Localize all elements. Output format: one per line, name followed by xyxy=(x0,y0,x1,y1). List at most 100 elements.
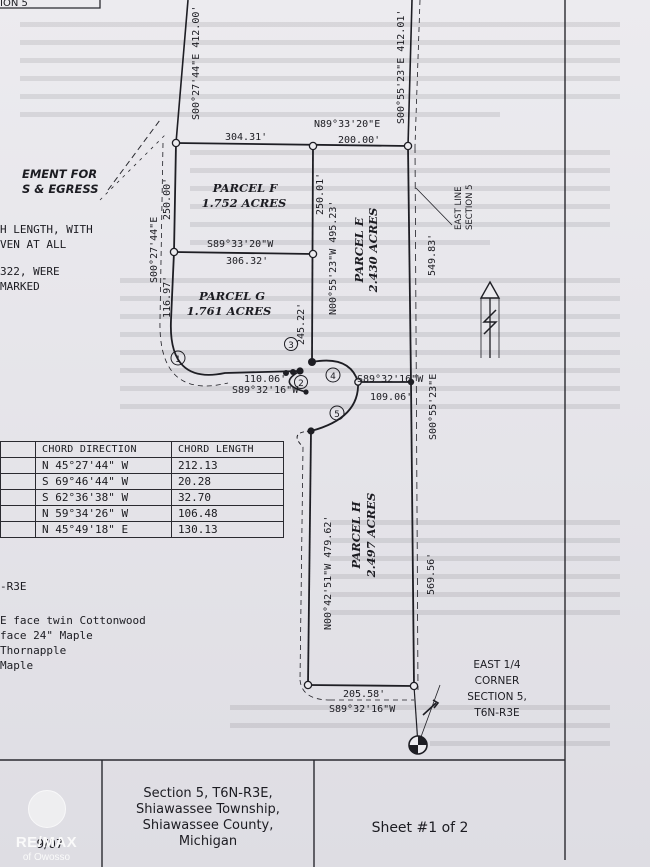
dist-200: 200.00' xyxy=(338,135,380,146)
north-boundary xyxy=(175,142,409,147)
title-location-line-1: Section 5, T6N-R3E, xyxy=(143,786,273,801)
section-line-north xyxy=(414,0,421,147)
curve-number-2: 2 xyxy=(298,379,304,389)
remax-brand: RE/MAX xyxy=(15,834,78,851)
chord-length: 212.13 xyxy=(170,457,285,474)
table-header-length: CHORD LENGTH xyxy=(170,441,285,458)
chord-direction: S 62°36'38" W xyxy=(35,489,172,506)
curve-number-5: 5 xyxy=(334,410,340,420)
header-box xyxy=(0,0,101,9)
bearing-h-south: S89°32'16"W xyxy=(329,704,396,715)
curve-number-3: 3 xyxy=(288,341,294,351)
remax-balloon-icon xyxy=(28,790,66,828)
bearing-g-south: S89°32'16"W xyxy=(232,385,299,396)
chord-length: 32.70 xyxy=(170,489,285,506)
legend-note-4: Thornapple xyxy=(0,644,67,657)
title-location-line-3: Shiawassee County, xyxy=(142,818,274,833)
sheet-number: Sheet #1 of 2 xyxy=(371,820,469,836)
curve-5 xyxy=(310,381,359,432)
curve-chord-table: CHORD DIRECTION CHORD LENGTH N 45°27'44"… xyxy=(0,441,285,538)
table-header-direction: CHORD DIRECTION xyxy=(35,441,172,458)
title-left-fragment: 9/07 xyxy=(36,837,64,851)
parcel-h-south-line xyxy=(307,684,415,687)
north-arrow xyxy=(479,280,501,358)
dist-h-south: 205.58' xyxy=(343,689,385,700)
parcel-g-acres: 1.761 ACRES xyxy=(187,304,272,318)
bearing-h-west: N00°42'51"W 479.62' xyxy=(323,516,334,630)
parcel-g-name: PARCEL G xyxy=(198,289,265,303)
easement-label-1: EMENT FOR xyxy=(22,167,97,181)
title-location-line-4: Michigan xyxy=(178,834,238,849)
parcel-h-acres: 2.497 ACRES xyxy=(364,493,378,579)
chord-length: 106.48 xyxy=(170,505,285,522)
monuments xyxy=(169,138,419,691)
bearing-e-east: S00°55'23"E xyxy=(428,374,439,440)
remax-office: of Owosso xyxy=(22,852,71,863)
parcel-h-west-line xyxy=(307,430,312,686)
corner-arrow xyxy=(422,699,440,716)
legend-note-5: Maple xyxy=(0,659,34,672)
easement-parallel xyxy=(159,142,229,387)
legend-note-3: face 24" Maple xyxy=(0,629,93,642)
parcel-e-acres: 2.430 ACRES xyxy=(366,208,380,294)
legend-note-1: -R3E xyxy=(0,580,27,593)
dist-304: 304.31' xyxy=(225,132,267,143)
note-fragment-2: VEN AT ALL xyxy=(0,238,67,251)
parcel-f-g-divider xyxy=(173,251,314,255)
easement-line xyxy=(107,119,161,191)
title-location: Section 5, T6N-R3E, Shiawassee Township,… xyxy=(108,786,308,850)
parcel-e-name: PARCEL E xyxy=(352,217,366,283)
table-header-row: CHORD DIRECTION CHORD LENGTH xyxy=(0,441,285,458)
chord-direction: N 45°49'18" E xyxy=(35,521,172,538)
bearing-north-line: N89°33'20"E xyxy=(314,119,380,130)
tie-line xyxy=(413,685,419,746)
title-location-line-2: Shiawassee Township, xyxy=(136,802,280,817)
corner-leader xyxy=(417,684,441,746)
easement-label-2: S & EGRESS xyxy=(22,182,98,196)
east-line-label-2: SECTION 5 xyxy=(465,184,475,230)
road-edge xyxy=(299,446,304,681)
parcel-h-name: PARCEL H xyxy=(349,500,363,569)
section-corner-symbol xyxy=(408,735,428,755)
bearing-top-right: S00°55'23"E 412.01' xyxy=(396,10,407,124)
chord-direction: N 59°34'26" W xyxy=(35,505,172,522)
dist-g-mid: 245.22' xyxy=(296,303,307,345)
curve-2 xyxy=(288,370,307,393)
dist-h-east: 569.56' xyxy=(426,553,437,595)
curve-number-1: 1 xyxy=(175,355,181,365)
section-line xyxy=(414,145,419,691)
parcel-f-acres: 1.752 ACRES xyxy=(202,196,287,210)
curve-number-circles xyxy=(170,337,345,421)
table-header-blank xyxy=(0,441,36,458)
easement-line-2 xyxy=(99,134,166,201)
corner-label-2: CORNER xyxy=(475,675,520,687)
note-fragment-3: 322, WERE xyxy=(0,265,60,278)
east-line-label-1: EAST LINE xyxy=(454,187,464,230)
parcel-h-east-line xyxy=(410,381,415,687)
remax-watermark-badge: RE/MAX of Owosso xyxy=(4,790,89,867)
bearing-g-west: S00°27'44"E xyxy=(149,217,160,283)
dist-f-west: 250.00' xyxy=(162,178,173,220)
bearing-fg-line: S89°33'20"W xyxy=(207,239,274,250)
east-line-leader xyxy=(415,187,453,226)
section-tag: ION 5 xyxy=(0,0,28,9)
dist-g-west: 116.97' xyxy=(162,276,173,318)
corner-label-3: SECTION 5, xyxy=(467,691,527,703)
parcel-f-name: PARCEL F xyxy=(212,181,278,195)
east-line-north xyxy=(407,0,413,147)
chord-direction: S 69°46'44" W xyxy=(35,473,172,490)
note-fragment-1: H LENGTH, WITH xyxy=(0,223,93,236)
dist-east-line-total: 549.83' xyxy=(427,234,438,276)
corner-label-1: EAST 1/4 xyxy=(473,659,520,671)
bearing-e-south: S89°32'16"W xyxy=(357,374,424,385)
west-line-north xyxy=(175,0,189,144)
parcel-e-east-line xyxy=(407,145,412,383)
